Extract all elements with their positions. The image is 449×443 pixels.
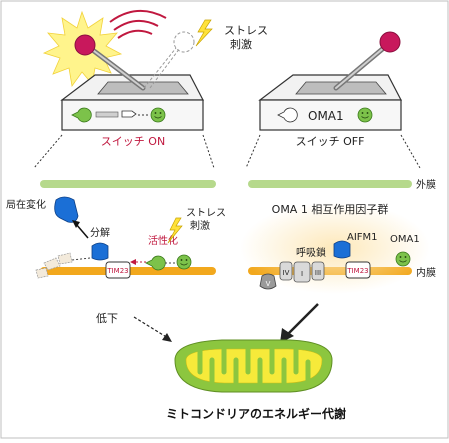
outer-membrane-label: 外膜 — [416, 179, 436, 191]
mitochondrion-icon — [174, 339, 333, 393]
pacman-empty-icon — [277, 107, 298, 123]
oma1-active-icon — [145, 255, 166, 271]
aifm1-left-icon — [91, 242, 109, 261]
outer-membrane-right — [248, 180, 412, 188]
switch-on-panel: ストレス 刺激 スイッチ ON — [42, 10, 268, 148]
complex-iii — [311, 261, 325, 281]
switch-off-panel: OMA1 スイッチ OFF — [258, 31, 402, 148]
oma1-left-smile-icon — [176, 254, 192, 270]
oma1-smile-off-icon — [357, 107, 373, 123]
pacman-oma1-icon — [71, 107, 92, 123]
right-detail: OMA 1 相互作用因子群 呼吸鎖 IV I III V AIFM1 TIM23… — [240, 202, 430, 294]
oma1-right-smile-icon — [395, 251, 411, 267]
switch-stress-label2: 刺激 — [230, 37, 252, 51]
oma1-smile-icon — [150, 107, 166, 123]
left-stress-label: ストレス — [186, 208, 226, 219]
complex-i — [293, 261, 311, 283]
aifm1-label: AIFM1 — [347, 232, 378, 243]
degradation-label: 分解 — [90, 226, 110, 239]
switch-off-caption: スイッチ OFF — [296, 135, 365, 148]
tim23-left — [105, 261, 131, 279]
interactor-group-label: OMA 1 相互作用因子群 — [272, 202, 389, 216]
pointing-hand-icon — [121, 110, 137, 118]
left-detail: 局在変化 分解 TIM23 活性化 ストレス 刺激 — [6, 196, 226, 279]
oma1-right-label: OMA1 — [390, 234, 420, 245]
lever-knob-icon — [74, 34, 96, 56]
switch-on-caption: スイッチ ON — [101, 135, 165, 148]
relocated-protein-icon — [54, 196, 79, 223]
complex-iv-label: IV — [283, 269, 290, 277]
tim23-left-label: TIM23 — [106, 267, 128, 275]
complex-v-label: V — [266, 280, 271, 288]
tim23-right-label: TIM23 — [346, 267, 368, 275]
complex-v — [259, 273, 277, 290]
localization-change-label: 局在変化 — [6, 198, 46, 211]
decrease-label: 低下 — [96, 312, 118, 325]
aifm1-right-icon — [333, 240, 351, 259]
lever-knob-off-icon — [379, 31, 401, 53]
bottom-title: ミトコンドリアのエネルギー代謝 — [166, 406, 346, 421]
complex-iii-label: III — [315, 269, 321, 277]
lightning-icon — [195, 19, 213, 47]
left-stress-label2: 刺激 — [190, 219, 210, 232]
inner-membrane-label: 内膜 — [416, 266, 436, 279]
tim23-right — [345, 261, 371, 279]
complex-i-label: I — [301, 270, 303, 278]
complex-iv — [279, 261, 293, 281]
switch-stress-label: ストレス — [224, 24, 268, 37]
lightning-left-icon — [167, 217, 183, 244]
respiratory-chain-label: 呼吸鎖 — [296, 246, 326, 259]
activation-label: 活性化 — [148, 234, 178, 247]
ghost-knob-icon — [173, 31, 195, 53]
switch-off-panel-label: OMA1 — [308, 109, 344, 123]
outer-membrane-left — [40, 180, 216, 188]
